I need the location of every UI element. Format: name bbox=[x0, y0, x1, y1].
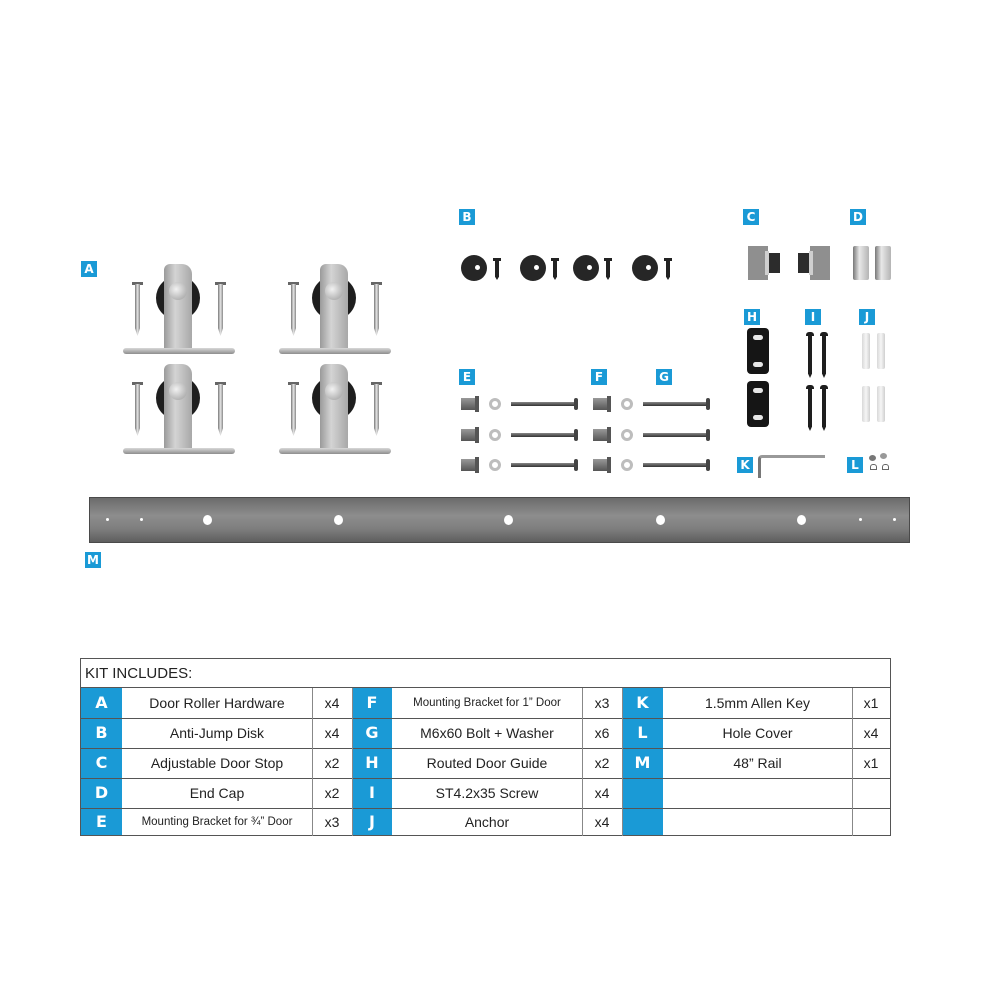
divider bbox=[81, 748, 890, 749]
part-label-h: H bbox=[744, 309, 760, 325]
divider bbox=[352, 688, 353, 836]
routed-door-guide bbox=[747, 328, 769, 374]
item-qty: x2 bbox=[324, 785, 340, 801]
door-roller-hardware bbox=[279, 264, 399, 356]
divider bbox=[312, 688, 313, 836]
item-name: Anchor bbox=[464, 814, 510, 830]
item-name: Mounting Bracket for 1” Door bbox=[413, 697, 561, 709]
item-letter: J bbox=[352, 808, 392, 835]
item-qty: x3 bbox=[594, 695, 610, 711]
item-qty: x4 bbox=[594, 814, 610, 830]
item-letter bbox=[622, 808, 663, 835]
item-letter: D bbox=[81, 778, 122, 808]
part-label-f: F bbox=[591, 369, 607, 385]
item-qty bbox=[852, 778, 890, 808]
table-row: B Anti-Jump Disk x4 G M6x60 Bolt + Washe… bbox=[81, 718, 890, 748]
divider bbox=[81, 808, 890, 809]
item-letter bbox=[622, 778, 663, 808]
item-qty: x2 bbox=[324, 755, 340, 771]
allen-key bbox=[758, 455, 825, 478]
item-letter: K bbox=[622, 688, 663, 718]
item-qty bbox=[852, 808, 890, 835]
item-name: Anti-Jump Disk bbox=[169, 725, 265, 741]
part-label-m: M bbox=[85, 552, 101, 568]
routed-door-guide bbox=[747, 381, 769, 427]
item-letter: C bbox=[81, 748, 122, 778]
door-roller-hardware bbox=[279, 364, 399, 456]
divider bbox=[622, 688, 623, 836]
item-name: 1.5mm Allen Key bbox=[704, 695, 811, 711]
item-name: 48” Rail bbox=[733, 755, 782, 771]
part-label-d: D bbox=[850, 209, 866, 225]
item-letter: A bbox=[81, 688, 122, 718]
part-label-l: L bbox=[847, 457, 863, 473]
kit-includes-title: KIT INCLUDES: bbox=[81, 659, 890, 688]
item-letter: L bbox=[622, 718, 663, 748]
part-label-b: B bbox=[459, 209, 475, 225]
item-qty: x2 bbox=[594, 755, 610, 771]
part-label-g: G bbox=[656, 369, 672, 385]
item-name: Door Roller Hardware bbox=[149, 695, 285, 711]
end-cap bbox=[853, 246, 869, 280]
table-row: D End Cap x2 I ST4.2x35 Screw x4 bbox=[81, 778, 890, 808]
item-qty: x1 bbox=[863, 695, 879, 711]
kit-includes-table: KIT INCLUDES: A Door Roller Hardware x4 … bbox=[80, 658, 891, 836]
item-letter: F bbox=[352, 688, 392, 718]
item-letter: H bbox=[352, 748, 392, 778]
item-letter: E bbox=[81, 808, 122, 835]
item-letter: I bbox=[352, 778, 392, 808]
end-cap bbox=[875, 246, 891, 280]
item-qty: x4 bbox=[594, 785, 610, 801]
table-row: A Door Roller Hardware x4 F Mounting Bra… bbox=[81, 688, 890, 718]
item-qty: x1 bbox=[863, 755, 879, 771]
item-name: Adjustable Door Stop bbox=[150, 755, 284, 771]
48-inch-rail bbox=[89, 497, 910, 543]
divider bbox=[81, 778, 890, 779]
item-letter: M bbox=[622, 748, 663, 778]
item-qty: x4 bbox=[863, 725, 879, 741]
item-name bbox=[663, 778, 852, 808]
item-qty: x6 bbox=[594, 725, 610, 741]
part-label-c: C bbox=[743, 209, 759, 225]
part-label-a: A bbox=[81, 261, 97, 277]
item-name: End Cap bbox=[189, 785, 245, 801]
door-roller-hardware bbox=[123, 264, 243, 356]
item-letter: G bbox=[352, 718, 392, 748]
item-name: Hole Cover bbox=[722, 725, 793, 741]
part-label-i: I bbox=[805, 309, 821, 325]
item-qty: x4 bbox=[324, 725, 340, 741]
divider bbox=[81, 718, 890, 719]
divider bbox=[582, 688, 583, 836]
item-name: M6x60 Bolt + Washer bbox=[420, 725, 554, 741]
part-label-e: E bbox=[459, 369, 475, 385]
part-label-k: K bbox=[737, 457, 753, 473]
adjustable-door-stop bbox=[796, 246, 830, 280]
table-row: E Mounting Bracket for ¾” Door x3 J Anch… bbox=[81, 808, 890, 835]
table-row: C Adjustable Door Stop x2 H Routed Door … bbox=[81, 748, 890, 778]
part-label-j: J bbox=[859, 309, 875, 325]
adjustable-door-stop bbox=[748, 246, 782, 280]
door-roller-hardware bbox=[123, 364, 243, 456]
item-qty: x4 bbox=[324, 695, 340, 711]
item-name: Mounting Bracket for ¾” Door bbox=[141, 816, 293, 828]
item-letter: B bbox=[81, 718, 122, 748]
item-name: Routed Door Guide bbox=[426, 755, 548, 771]
item-name bbox=[663, 808, 852, 835]
item-name: ST4.2x35 Screw bbox=[435, 785, 539, 801]
divider bbox=[852, 688, 853, 836]
item-qty: x3 bbox=[324, 814, 340, 830]
